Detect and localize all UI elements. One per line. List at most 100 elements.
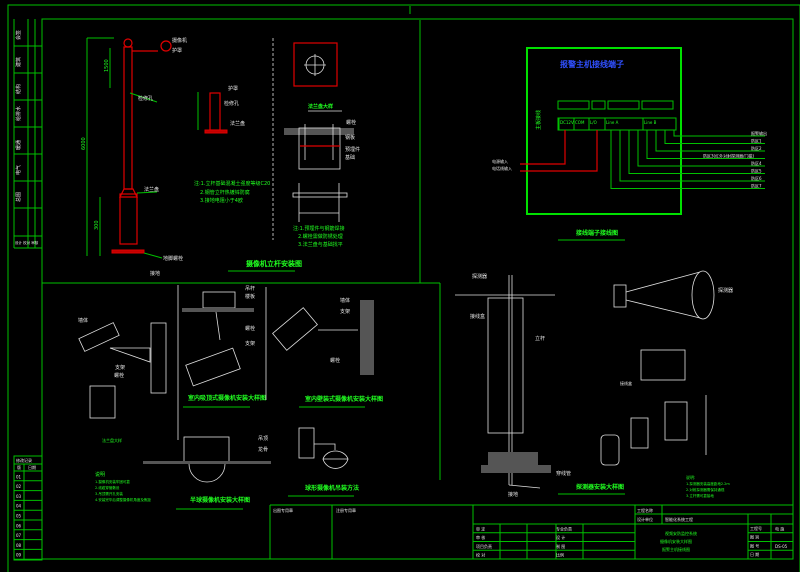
callout: 检修孔 (138, 95, 153, 102)
callout: 地脚螺栓 (163, 255, 183, 262)
section-title: 法兰盘大样 (308, 103, 333, 110)
output-wire (637, 130, 765, 167)
revision-row: 03 (16, 494, 22, 499)
output-wire (646, 130, 765, 159)
right-label: 图 别 (750, 534, 759, 540)
callout: 螺栓 (245, 325, 255, 332)
role-label: 审 定 (476, 525, 485, 531)
left-strip: 会签 建筑 结构 给排水 暖通 电气 总图 设计 校对 审核 (14, 30, 42, 245)
output-label: 防区5 (751, 168, 762, 174)
revision-col: 版 (17, 464, 21, 470)
callout: 法兰盘 (144, 186, 159, 193)
note-line: 说明 (95, 471, 105, 478)
revision-col: 日期 (28, 464, 36, 470)
output-label: 报警输出 (751, 130, 767, 136)
revision-row: 02 (16, 484, 22, 489)
output-label: 防区4 (751, 160, 762, 166)
callout: 支架 (115, 364, 125, 371)
section-title: 球形摄像机吊装方法 (305, 484, 359, 492)
note-line: 注:1.预埋件与钢筋焊接 (293, 225, 344, 232)
callout: 墙体 (340, 297, 350, 304)
right-value: 电 施 (775, 525, 784, 531)
note-line: 3.吊顶需开孔安装 (95, 491, 123, 496)
callout: 护罩 (172, 47, 182, 54)
callout: 穿线管 (556, 470, 571, 477)
terminal-group-label: COM (575, 120, 585, 125)
callout: 支架 (245, 340, 255, 347)
callout: 螺栓 (114, 372, 124, 379)
revision-row: 09 (16, 553, 22, 558)
callout: 探测器 (472, 273, 487, 280)
strip-label: 电气 (15, 165, 22, 175)
strip-label: 总图 (15, 192, 22, 202)
callout: 螺栓 (346, 119, 356, 126)
right-label: 日 期 (750, 551, 759, 557)
strip-label: 建筑 (15, 57, 22, 67)
right-label: 工程号 (750, 525, 762, 531)
project-label: 工程名称 (637, 507, 653, 513)
note-line: 1.摄像机安装牢固可靠 (95, 479, 130, 484)
terminal-group-label: L/O (590, 120, 597, 125)
output-label: 防区2 (751, 145, 762, 151)
callout: 龙骨 (258, 446, 268, 453)
output-wire (610, 130, 765, 189)
note-line: 2.螺栓需做防锈处理 (298, 233, 343, 240)
callout: 摄像机 (172, 37, 187, 44)
note-line: 2.钢管立杆热镀锌防腐 (200, 189, 250, 196)
input-label: 电话线输入 (492, 165, 512, 171)
callout: 法兰盘 (230, 120, 245, 127)
role-label: 制 图 (556, 543, 565, 549)
revision-row: 04 (16, 504, 22, 509)
note-line: 2.对射探测器需保持通视 (686, 487, 725, 492)
right-label: 图 号 (750, 542, 759, 548)
role-label: 项目负责 (476, 543, 492, 549)
design-label: 设计单位 (637, 516, 653, 522)
callout: 吊杆 (245, 285, 255, 292)
output-label: 防区6 (751, 175, 762, 181)
terminal-group-label: Line A (606, 120, 619, 125)
revision-row: 05 (16, 514, 22, 519)
note-line: 1.探测器安装高度距地2.2m (686, 481, 730, 486)
section-title: 室内吸顶式摄像机安装大样图 (188, 394, 266, 402)
section-title: 摄像机立杆安装图 (246, 259, 302, 268)
design-value: 智能化系统工程 (665, 516, 693, 522)
output-wire (655, 130, 765, 152)
output-wire (628, 130, 765, 174)
callout: 支架 (340, 308, 350, 315)
output-label: 防区3(红外对射探测器/门磁) (703, 153, 754, 159)
strip-label: 设计 校对 审核 (15, 240, 39, 245)
callout: 吊顶 (258, 436, 268, 442)
dimension-label: 1500 (104, 59, 110, 72)
section-title: 法兰盘大样 (102, 437, 122, 443)
camera-pole-drawing: 6000 1500 300 摄像机 护罩 检修孔 法兰盘 地脚螺栓 接地 护罩 … (81, 37, 360, 277)
role-label: 设 计 (556, 534, 565, 540)
role-label: 审 核 (476, 534, 485, 540)
dimension-label: 6000 (81, 137, 87, 150)
note-line: 3.立杆需可靠接地 (686, 493, 714, 498)
panel-name: 报警主机接线端子 (560, 59, 624, 69)
callout: 接地 (150, 270, 160, 277)
output-wire (619, 130, 765, 182)
detector-drawing: 探测器 接线盒 立杆 穿线管 接地 探测器 接线盒 探测器安装大样图 说明: 1… (455, 270, 733, 498)
role-label: 比例 (556, 552, 564, 558)
strip-label: 给排水 (15, 106, 22, 121)
output-label: 防区1 (751, 138, 762, 144)
dimension-label: 300 (94, 220, 100, 230)
callout: 探测器 (718, 287, 733, 294)
revision-header: 修改记录 (16, 457, 32, 463)
callout: 基础 (345, 154, 355, 161)
strip-label: 会签 (15, 30, 22, 40)
callout: 接线盒 (470, 313, 485, 320)
terminal-group-label: Line B (644, 120, 657, 125)
stamp-label: 注册专用章 (336, 507, 356, 513)
stamp-label: 出图专用章 (273, 507, 293, 513)
revision-row: 01 (16, 474, 22, 479)
note-line: 4.安装完毕后调整摄像机角度及焦距 (95, 497, 151, 502)
drawing-name: 视频安防监控系统 (665, 530, 697, 536)
output-wire (673, 130, 765, 137)
section-title: 探测器安装大样图 (576, 483, 624, 491)
drawing-frame (7, 4, 800, 572)
note-line: 注:1.立杆基础混凝土强度等级C20 (194, 180, 270, 187)
